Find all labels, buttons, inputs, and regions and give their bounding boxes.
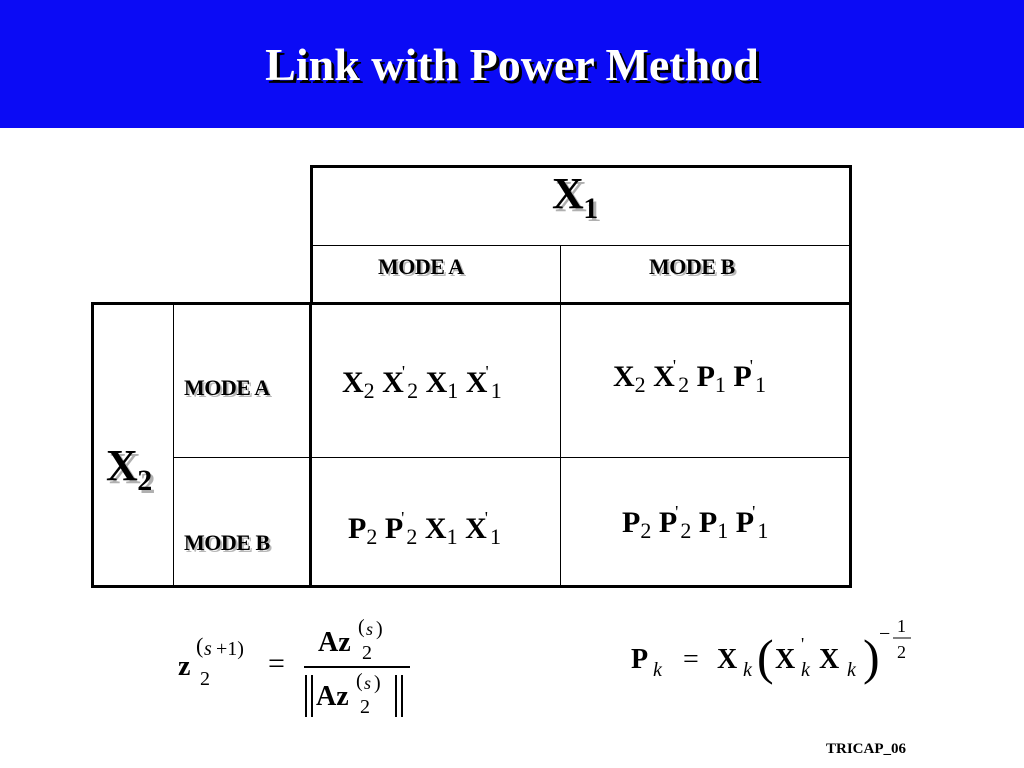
svg-text:z: z: [178, 651, 190, 682]
svg-text:(: (: [356, 670, 363, 692]
column-header-mode-b: MODE B: [649, 254, 735, 279]
svg-text:): ): [376, 618, 383, 640]
svg-text:=: =: [268, 647, 285, 680]
svg-text:Az: Az: [316, 681, 349, 712]
slide-footer: TRICAP_06: [825, 741, 906, 757]
svg-text:(: (: [358, 616, 365, 638]
row-group-label: X2: [106, 441, 152, 497]
divider: [309, 302, 312, 588]
projection-formula: P k = X k ( X ' k X k ) − 1 2: [631, 616, 911, 685]
svg-text:s: s: [366, 619, 373, 639]
svg-text:1: 1: [897, 616, 906, 636]
cell-expression-ba: P2 P'2 X1 X'1: [348, 508, 501, 549]
svg-text:(: (: [757, 629, 774, 685]
svg-text:Az: Az: [318, 627, 351, 658]
svg-text:2: 2: [362, 642, 372, 664]
power-iteration-formula: z ( s +1) 2 = Az ( s ) 2 Az ( s ) 2: [178, 616, 410, 718]
svg-text:s: s: [364, 673, 371, 693]
svg-text:k: k: [743, 659, 753, 681]
divider: [173, 302, 174, 588]
page-title: Link with Power Method: [265, 39, 759, 90]
row-header-mode-a: MODE A: [184, 375, 270, 400]
row-header-box: [91, 302, 852, 588]
svg-text:2: 2: [200, 668, 210, 690]
svg-text:2: 2: [897, 642, 906, 662]
svg-text:(: (: [196, 633, 203, 658]
svg-text:P: P: [631, 644, 648, 675]
cell-expression-aa: X2 X'2 X1 X'1: [342, 362, 502, 403]
column-group-label: X1: [552, 169, 598, 225]
svg-text:X: X: [717, 644, 737, 675]
title-bar: [0, 0, 1024, 128]
divider: [310, 245, 852, 246]
svg-text:): ): [863, 629, 880, 685]
svg-text:s: s: [204, 638, 212, 660]
svg-text:': ': [801, 634, 804, 654]
svg-text:k: k: [847, 659, 857, 681]
row-header-mode-b: MODE B: [184, 530, 270, 555]
svg-text:X: X: [819, 644, 839, 675]
cell-expression-bb: P2 P'2 P1 P'1: [622, 502, 769, 543]
cell-expression-ab: X2 X'2 P1 P'1: [613, 356, 766, 397]
svg-text:X: X: [775, 644, 795, 675]
svg-text:−: −: [879, 623, 890, 645]
svg-text:2: 2: [360, 696, 370, 718]
divider: [173, 457, 852, 458]
svg-text:k: k: [801, 659, 811, 681]
column-header-box: [310, 165, 852, 303]
svg-text:k: k: [653, 659, 663, 681]
column-header-mode-a: MODE A: [378, 254, 464, 279]
divider: [560, 245, 561, 587]
svg-text:=: =: [683, 644, 699, 675]
svg-text:+1): +1): [216, 638, 244, 660]
svg-text:): ): [374, 672, 381, 694]
